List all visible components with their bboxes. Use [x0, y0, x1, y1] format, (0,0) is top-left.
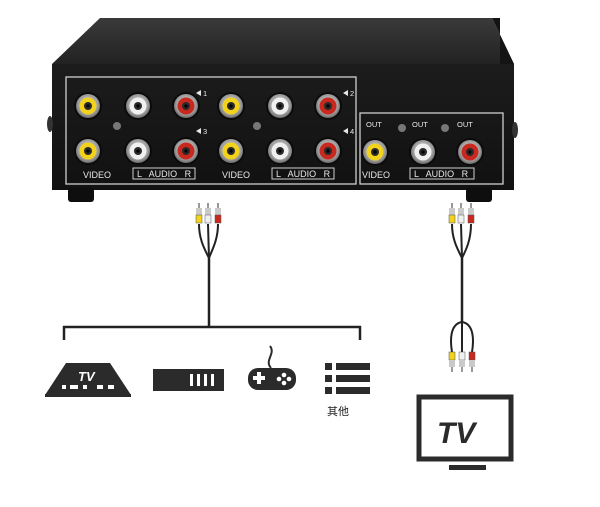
set-top-box-icon: TV	[45, 363, 131, 397]
svg-text:1: 1	[203, 89, 207, 98]
input1-left-audio-jack	[124, 92, 152, 120]
output-left-audio-plug	[457, 203, 465, 224]
other-label: 其他	[327, 405, 349, 418]
device-front	[52, 64, 514, 190]
input-marker-1: 1	[196, 89, 207, 98]
av-switch-device: 1 2 3 4 VIDEO L AUDIO R VIDEO L AUDIO R	[47, 18, 518, 202]
svg-text:4: 4	[350, 127, 354, 136]
out-label-right: OUT	[457, 120, 473, 129]
input-panel-frame	[65, 76, 357, 185]
input-marker-4: 4	[343, 127, 354, 136]
audio-label-box-1	[132, 167, 196, 180]
input2-right-audio-jack	[314, 92, 342, 120]
audio-label-box-2	[271, 167, 335, 180]
set-top-box-label: TV	[78, 369, 96, 384]
tv-left-audio-plug	[458, 351, 466, 372]
input-left-audio-plug	[204, 203, 212, 224]
input-cable-plugs	[195, 203, 222, 224]
video-label-2: VIDEO	[222, 170, 250, 180]
device-foot	[466, 188, 492, 202]
output-cable-plugs-top	[448, 203, 475, 224]
input1-right-audio-jack	[172, 92, 200, 120]
output-left-audio-jack	[409, 138, 437, 166]
audio-label-2: L AUDIO R	[276, 169, 331, 179]
out-label-video: OUT	[366, 120, 382, 129]
output-right-audio-plug	[467, 203, 475, 224]
out-label-left: OUT	[412, 120, 428, 129]
input1-video-jack	[74, 92, 102, 120]
svg-text:3: 3	[203, 127, 207, 136]
input4-video-jack	[217, 137, 245, 165]
input4-right-audio-jack	[314, 137, 342, 165]
video-label-out: VIDEO	[362, 170, 390, 180]
input-video-plug	[195, 203, 203, 224]
dvd-player-icon	[153, 369, 224, 391]
gamepad-icon	[248, 345, 296, 390]
indicator-dot	[253, 122, 261, 130]
output-video-jack	[361, 138, 389, 166]
device-grommet	[47, 116, 53, 132]
output-panel-frame	[359, 112, 504, 185]
input2-video-jack	[217, 92, 245, 120]
tv-label: TV	[437, 417, 478, 450]
input-cable	[62, 203, 362, 340]
device-foot	[68, 188, 94, 202]
tv-video-plug	[448, 351, 456, 372]
list-icon	[325, 363, 370, 394]
indicator-dot	[441, 124, 449, 132]
output-cable-plugs-bottom	[448, 351, 476, 372]
input4-left-audio-jack	[266, 137, 294, 165]
tv-icon: TV	[416, 394, 514, 470]
input-marker-2: 2	[343, 89, 354, 98]
audio-label-1: L AUDIO R	[137, 169, 192, 179]
input-marker-3: 3	[196, 127, 207, 136]
output-right-audio-jack	[456, 138, 484, 166]
input3-left-audio-jack	[124, 137, 152, 165]
audio-label-out: L AUDIO R	[414, 169, 469, 179]
video-label-1: VIDEO	[83, 170, 111, 180]
output-cable	[448, 203, 476, 372]
tv-right-audio-plug	[468, 351, 476, 372]
input2-left-audio-jack	[266, 92, 294, 120]
indicator-dot	[398, 124, 406, 132]
indicator-dot	[113, 122, 121, 130]
input3-video-jack	[74, 137, 102, 165]
rca-jacks	[74, 92, 484, 166]
device-grommet	[512, 122, 518, 138]
output-video-plug	[448, 203, 456, 224]
device-top	[52, 18, 514, 64]
svg-text:2: 2	[350, 89, 354, 98]
input-right-audio-plug	[214, 203, 222, 224]
audio-label-box-out	[409, 167, 475, 180]
input3-right-audio-jack	[172, 137, 200, 165]
